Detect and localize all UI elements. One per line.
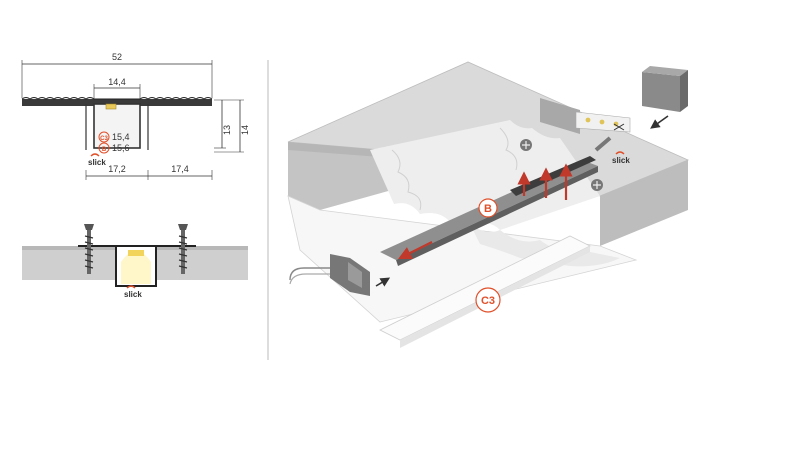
- profile-cross-section: 52 14,4 13 14 C3 15,4 B 15,6 slick: [21, 52, 250, 180]
- end-cap-icon: [642, 66, 688, 112]
- isometric-assembly: slick B C3: [287, 61, 690, 348]
- screw-icon: [84, 224, 94, 274]
- dim-left-span: 17,2: [108, 164, 126, 174]
- installed-section-view: slick: [22, 224, 248, 299]
- dim-c3-depth: 15,4: [112, 132, 130, 142]
- dim-channel-width: 14,4: [108, 77, 126, 87]
- label-b: B: [484, 203, 492, 215]
- screw-icon: [178, 224, 188, 274]
- label-c3-small: C3: [100, 136, 108, 142]
- label-b-small: B: [102, 147, 107, 153]
- brand-logo-top: slick: [88, 158, 106, 167]
- dim-right-span: 17,4: [171, 164, 189, 174]
- dim-b-depth: 15,6: [112, 143, 130, 153]
- brand-logo-bottom: slick: [124, 290, 142, 299]
- screw-head-icon: [591, 179, 603, 191]
- brand-logo-assembly: slick: [612, 156, 630, 165]
- dim-height-14: 14: [240, 125, 250, 135]
- dim-height-13: 13: [222, 125, 232, 135]
- screw-head-icon: [520, 139, 532, 151]
- label-c3: C3: [481, 295, 495, 307]
- end-cap-with-cable-icon: [289, 254, 370, 296]
- dim-total-width: 52: [112, 52, 122, 62]
